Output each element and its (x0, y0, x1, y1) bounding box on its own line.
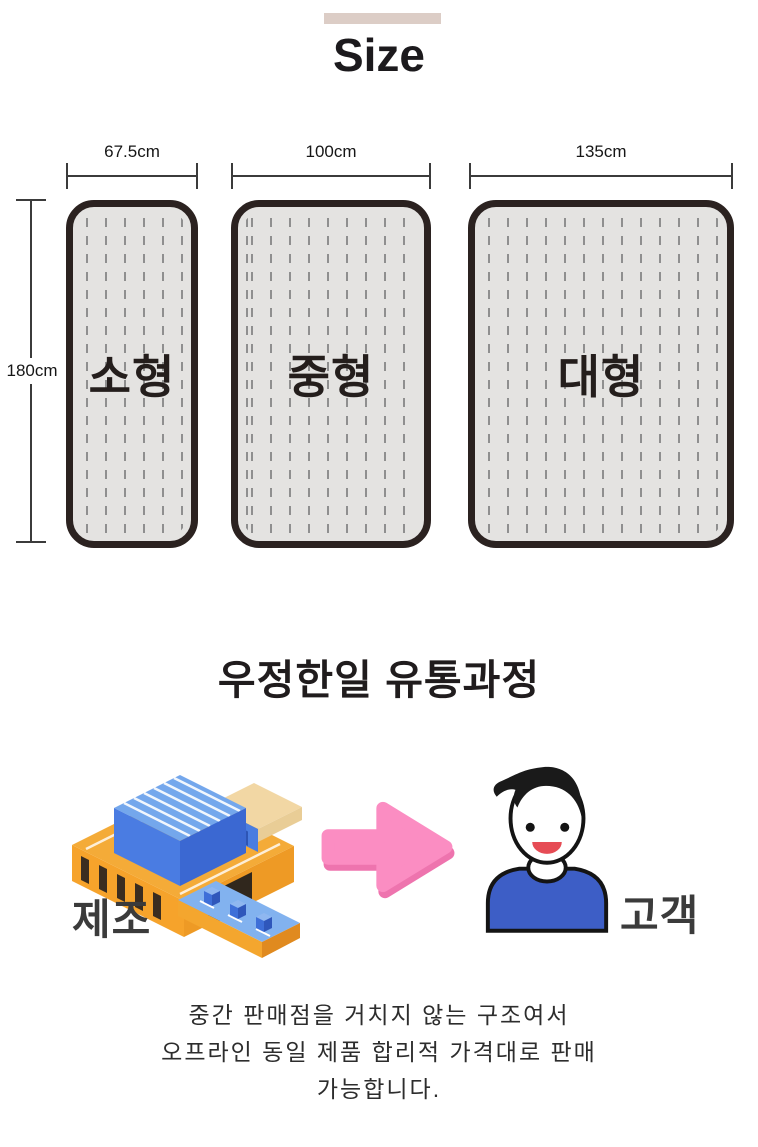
height-label: 180cm (1, 358, 63, 384)
arrow-right-icon (316, 788, 458, 910)
dimension-line (68, 175, 196, 177)
mat-quilting-pattern (480, 212, 722, 536)
mat-medium: 중형 (231, 200, 431, 548)
mat-large: 대형 (468, 200, 734, 548)
mat-quilting-pattern (78, 212, 186, 536)
factory-illustration-svg (72, 775, 302, 958)
step-label-customer: 고객 (620, 892, 700, 939)
arrow-svg (321, 801, 455, 899)
step-label-manufacture: 제조 (72, 896, 152, 943)
width-label-large: 135cm (575, 142, 627, 161)
process-description-line2: 오프라인 동일 제품 합리적 가격대로 판매 (161, 1039, 597, 1065)
process-description-line3: 가능합니다. (316, 1076, 442, 1102)
dimension-line (233, 175, 429, 177)
dimension-line (471, 175, 731, 177)
width-dimension-medium: 100cm (231, 142, 431, 189)
width-label-small: 67.5cm (104, 142, 160, 161)
width-dimension-small: 67.5cm (66, 142, 198, 189)
width-dimension-large: 135cm (469, 142, 733, 189)
mat-small: 소형 (66, 200, 198, 548)
title-accent-bar (324, 13, 441, 24)
size-section-title: Size (332, 29, 426, 81)
mat-large-label: 대형 (557, 351, 645, 403)
factory-icon (62, 748, 306, 960)
height-dimension: 180cm (1, 199, 63, 543)
customer-illustration-svg (485, 766, 609, 933)
mat-medium-label: 중형 (287, 351, 375, 403)
mat-quilting-pattern (243, 212, 419, 536)
customer-icon (478, 758, 616, 934)
process-section-title: 우정한일 유통과정 (217, 657, 541, 703)
process-description: 중간 판매점을 거치지 않는 구조여서 오프라인 동일 제품 합리적 가격대로 … (0, 997, 758, 1108)
width-label-medium: 100cm (305, 142, 357, 161)
process-description-line1: 중간 판매점을 거치지 않는 구조여서 (188, 1002, 570, 1028)
mat-small-label: 소형 (88, 351, 176, 403)
